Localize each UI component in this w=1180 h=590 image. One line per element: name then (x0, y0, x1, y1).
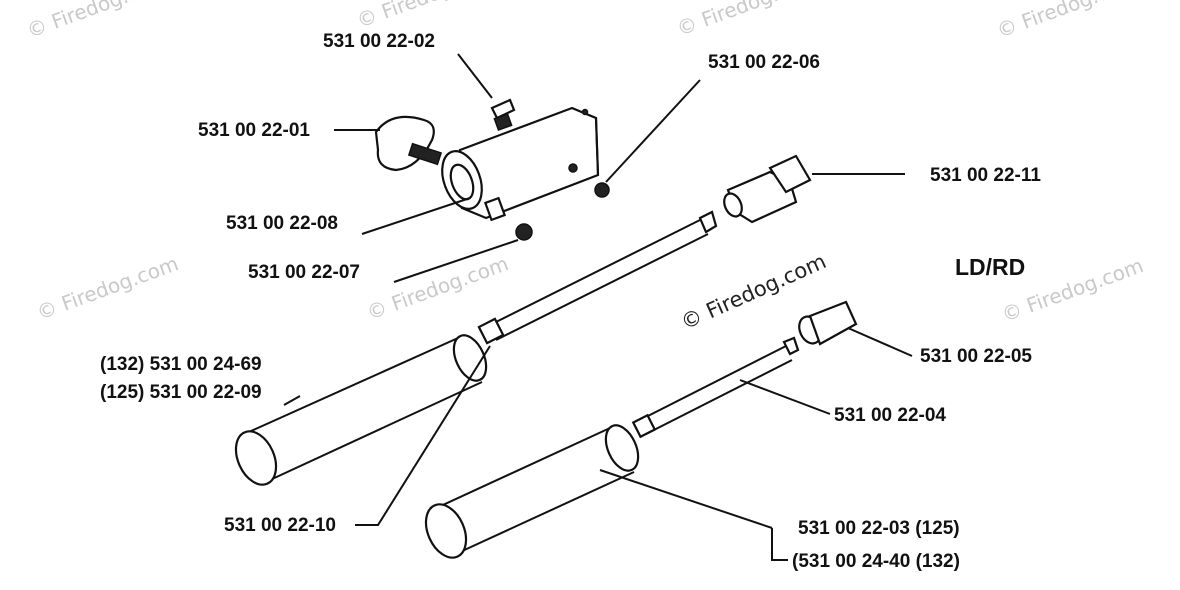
label-531-00-22-11: 531 00 22-11 (930, 165, 1041, 186)
watermark: © Firedog.com (34, 251, 182, 324)
model-tag: LD/RD (955, 254, 1025, 280)
label-531-00-22-03: 531 00 22-03 (125) (798, 518, 960, 539)
label-531-00-22-04: 531 00 22-04 (834, 405, 946, 426)
screw-22-02 (490, 98, 516, 131)
watermark: © Firedog.com (674, 0, 822, 41)
lower-tube (424, 424, 640, 559)
clamp-housing (441, 106, 600, 222)
label-531-00-22-01: 531 00 22-01 (198, 120, 310, 141)
label-531-00-24-40: (531 00 24-40 (132) (792, 551, 960, 572)
watermark: © Firedog.com (24, 0, 172, 43)
coupling-22-11 (723, 154, 812, 224)
label-531-00-22-08: 531 00 22-08 (226, 213, 338, 234)
label-531-00-22-02: 531 00 22-02 (323, 31, 435, 52)
upper-tube (234, 334, 488, 486)
label-531-00-22-06: 531 00 22-06 (708, 52, 820, 73)
parts (234, 98, 858, 559)
label-531-00-22-09: (125) 531 00 22-09 (100, 382, 262, 403)
nut-22-07 (515, 223, 533, 241)
nut-22-06 (594, 182, 610, 198)
leader-lines (283, 53, 913, 561)
knob-22-01 (374, 115, 443, 172)
label-531-00-22-07: 531 00 22-07 (248, 262, 360, 283)
upper-drive-shaft (477, 210, 718, 345)
watermark: © Firedog.com (364, 251, 512, 324)
lower-drive-shaft (631, 336, 800, 439)
watermark: © Firedog.com (994, 0, 1142, 43)
label-531-00-22-10: 531 00 22-10 (224, 515, 336, 536)
watermark: © Firedog.com (354, 0, 502, 33)
label-531-00-22-05: 531 00 22-05 (920, 346, 1032, 367)
label-531-00-24-69: (132) 531 00 24-69 (100, 354, 262, 375)
part-labels: 531 00 22-02 531 00 22-06 531 00 22-01 5… (100, 31, 1041, 572)
adapter-22-05 (798, 300, 858, 346)
